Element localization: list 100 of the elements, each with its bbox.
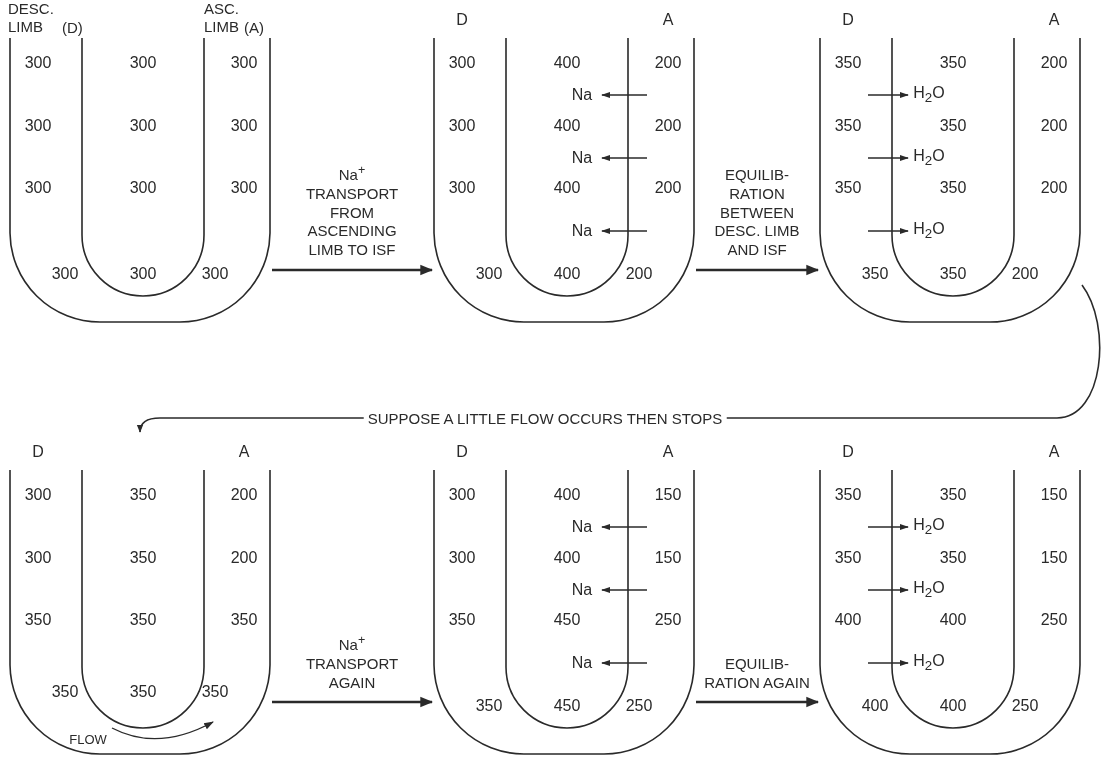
osmolality-value: 350 [834, 485, 862, 505]
osmolality-value: 350 [939, 548, 967, 568]
osmolality-value: 300 [129, 264, 157, 284]
osmolality-value: 300 [230, 116, 258, 136]
osmolality-value: 350 [939, 485, 967, 505]
osmolality-value: 350 [834, 53, 862, 73]
osmolality-value: 150 [654, 485, 682, 505]
osmolality-value: 150 [654, 548, 682, 568]
osmolality-value: 350 [230, 610, 258, 630]
osmolality-value: 300 [24, 53, 52, 73]
osmolality-value: 250 [1011, 696, 1039, 716]
osmolality-value: 250 [654, 610, 682, 630]
osmolality-value: 300 [230, 178, 258, 198]
osmolality-value: 400 [553, 485, 581, 505]
edge-label: EQUILIB- RATION AGAIN [703, 654, 811, 692]
osmolality-value: 200 [654, 178, 682, 198]
osmolality-value: 200 [230, 548, 258, 568]
osmolality-value: 200 [1040, 53, 1068, 73]
osmolality-value: 350 [475, 696, 503, 716]
osmolality-value: 400 [861, 696, 889, 716]
limb-label: (A) [244, 19, 265, 37]
osmolality-value: 300 [24, 178, 52, 198]
osmolality-value: 250 [625, 696, 653, 716]
osmolality-value: 350 [834, 116, 862, 136]
arrow [696, 696, 820, 708]
osmolality-value: 200 [1040, 178, 1068, 198]
osmolality-value: 200 [1040, 116, 1068, 136]
osmolality-value: 200 [654, 116, 682, 136]
osmolality-value: 400 [553, 548, 581, 568]
osmolality-value: 400 [553, 53, 581, 73]
water-label: H$_{2}$O [913, 516, 945, 538]
edge-label: EQUILIB- RATION BETWEEN DESC. LIMB AND ISF [713, 166, 801, 260]
osmolality-value: 150 [1040, 548, 1068, 568]
osmolality-value: 400 [553, 178, 581, 198]
osmolality-value: 350 [939, 116, 967, 136]
arrow [696, 264, 820, 276]
limb-label: A [662, 442, 674, 462]
water-label: H$_{2}$O [913, 220, 945, 242]
osmolality-value: 400 [939, 610, 967, 630]
osmolality-value: 300 [475, 264, 503, 284]
osmolality-value: 350 [129, 682, 157, 702]
osmolality-value: 400 [553, 116, 581, 136]
ion-label: Na [571, 517, 593, 537]
osmolality-value: 350 [939, 53, 967, 73]
osmolality-value: 300 [129, 178, 157, 198]
ion-label: Na [571, 85, 593, 105]
osmolality-value: 300 [448, 485, 476, 505]
water-label: H$_{2}$O [913, 652, 945, 674]
osmolality-value: 300 [51, 264, 79, 284]
osmolality-value: 350 [201, 682, 229, 702]
osmolality-value: 300 [230, 53, 258, 73]
osmolality-value: 400 [939, 696, 967, 716]
limb-label: A [662, 10, 674, 30]
osmolality-value: 350 [448, 610, 476, 630]
water-label: H$_{2}$O [913, 84, 945, 106]
osmolality-value: 200 [230, 485, 258, 505]
osmolality-value: 300 [24, 548, 52, 568]
ion-label: Na [571, 653, 593, 673]
osmolality-value: 350 [939, 264, 967, 284]
osmolality-value: 350 [834, 178, 862, 198]
edge-label: Na$^{+}$ TRANSPORT AGAIN [304, 632, 400, 692]
osmolality-value: 450 [553, 610, 581, 630]
limb-label: (D) [62, 19, 84, 37]
osmolality-value: 350 [834, 548, 862, 568]
osmolality-value: 350 [861, 264, 889, 284]
limb-label: A [1048, 10, 1060, 30]
osmolality-value: 300 [129, 116, 157, 136]
osmolality-value: 300 [24, 116, 52, 136]
limb-label: D [842, 10, 854, 30]
osmolality-value: 400 [553, 264, 581, 284]
arrow [272, 264, 434, 276]
limb-label: D [842, 442, 854, 462]
limb-label: D [456, 10, 468, 30]
limb-label: DESC. LIMB [8, 0, 55, 36]
osmolality-value: 300 [448, 116, 476, 136]
osmolality-value: 300 [448, 53, 476, 73]
edge-label: Na$^{+}$ TRANSPORT FROM ASCENDING LIMB TO ISF [304, 163, 400, 260]
osmolality-value: 350 [939, 178, 967, 198]
osmolality-value: 350 [51, 682, 79, 702]
osmolality-value: 300 [201, 264, 229, 284]
limb-label: D [32, 442, 44, 462]
water-label: H$_{2}$O [913, 147, 945, 169]
osmolality-value: 350 [129, 485, 157, 505]
osmolality-value: 300 [448, 178, 476, 198]
osmolality-value: 300 [448, 548, 476, 568]
osmolality-value: 200 [1011, 264, 1039, 284]
ion-label: Na [571, 580, 593, 600]
osmolality-value: 200 [654, 53, 682, 73]
osmolality-value: 350 [129, 610, 157, 630]
osmolality-value: 400 [834, 610, 862, 630]
osmolality-value: 250 [1040, 610, 1068, 630]
limb-label: D [456, 442, 468, 462]
ion-label: Na [571, 221, 593, 241]
osmolality-value: 350 [129, 548, 157, 568]
water-label: H$_{2}$O [913, 579, 945, 601]
osmolality-value: 350 [24, 610, 52, 630]
osmolality-value: 150 [1040, 485, 1068, 505]
osmolality-value: 300 [129, 53, 157, 73]
osmolality-value: 450 [553, 696, 581, 716]
osmolality-value: 200 [625, 264, 653, 284]
